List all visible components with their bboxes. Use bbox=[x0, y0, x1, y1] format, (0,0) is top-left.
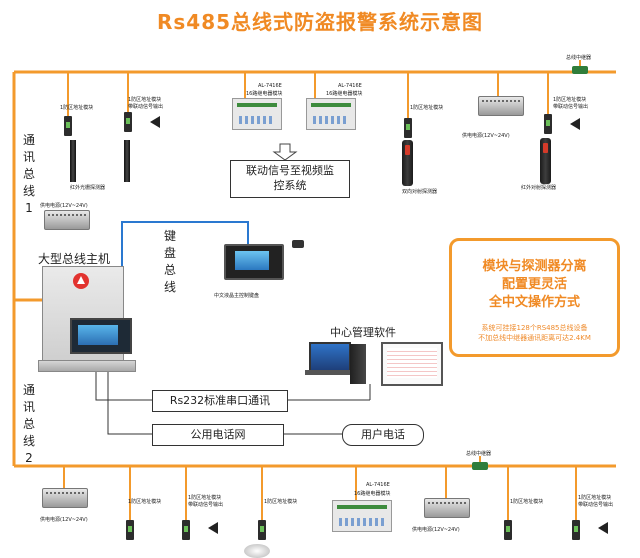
host-screen-icon bbox=[70, 318, 132, 354]
zone-module-icon bbox=[504, 520, 512, 540]
user-phone-box: 用户电话 bbox=[342, 424, 424, 446]
zone-module-icon bbox=[572, 520, 580, 540]
diagram-title: Rs485总线式防盗报警系统示意图 bbox=[156, 10, 484, 34]
power-supply-label: 供电电源(12V~24V) bbox=[40, 517, 88, 523]
callout-line-1: 模块与探测器分离 bbox=[482, 259, 587, 274]
zone-module-icon bbox=[258, 520, 266, 540]
siren-icon bbox=[598, 522, 608, 534]
laptop-icon bbox=[309, 342, 351, 372]
zone-module-label: 1防区地址模块 bbox=[128, 499, 162, 505]
zone-module-label: 1防区地址模块 bbox=[553, 97, 587, 103]
zone-module-label: 1防区地址模块 bbox=[410, 105, 444, 111]
ir-beam-pole-icon bbox=[70, 140, 76, 182]
comm-bus-2-label: 通讯总线2 bbox=[22, 383, 35, 465]
zone-module-label: 1防区地址模块 bbox=[188, 495, 222, 501]
relay-board-icon bbox=[332, 500, 392, 532]
keyboard-caption: 中文液晶主控制键盘 bbox=[214, 293, 260, 299]
zone-module-sublabel: 带联动信号输出 bbox=[128, 104, 164, 110]
zone-module-icon bbox=[404, 118, 412, 138]
linkage-text: 联动信号至视频监控系统 bbox=[246, 164, 334, 192]
relay-board-label: AL-7416E bbox=[258, 83, 282, 89]
zone-module-label: 1防区地址模块 bbox=[578, 495, 612, 501]
callout-sub-1: 系统可挂接128个RS485总线设备 bbox=[481, 324, 588, 332]
ir-detector-label: 双向对射探测器 bbox=[402, 189, 438, 195]
bus-repeater-bottom-icon bbox=[472, 462, 488, 470]
user-phone-text: 用户电话 bbox=[361, 428, 405, 441]
ir-beam-label: 红外光栅探测器 bbox=[70, 185, 106, 191]
relay-board-sublabel: 16路继电器模块 bbox=[354, 491, 391, 497]
phone-network-text: 公用电话网 bbox=[190, 428, 246, 441]
lcd-keyboard-icon bbox=[224, 244, 284, 280]
power-supply-icon bbox=[44, 210, 90, 230]
zone-module-icon bbox=[64, 116, 72, 136]
siren-icon bbox=[208, 522, 218, 534]
zone-module-icon bbox=[124, 112, 132, 132]
keyboard-bus-line bbox=[121, 221, 249, 276]
zone-module-icon bbox=[544, 114, 552, 134]
pc-tower-icon bbox=[350, 344, 366, 384]
callout-sub-2: 不加总线中继器通讯距离可达2.4KM bbox=[478, 334, 591, 342]
callout-line-2: 配置更灵活 bbox=[501, 277, 567, 292]
ir-detector-icon bbox=[402, 140, 413, 186]
zone-module-label: 1防区地址模块 bbox=[264, 499, 298, 505]
rs232-box: Rs232标准串口通讯 bbox=[152, 390, 288, 412]
relay-board-sublabel: 16路继电器模块 bbox=[326, 91, 363, 97]
power-supply-icon bbox=[42, 488, 88, 508]
power-supply-icon bbox=[424, 498, 470, 518]
zone-module-label: 1防区地址模块 bbox=[510, 499, 544, 505]
host-base-icon bbox=[38, 360, 136, 372]
host-label: 大型总线主机 bbox=[38, 252, 111, 266]
rs232-text: Rs232标准串口通讯 bbox=[169, 394, 271, 407]
relay-board-label: AL-7416E bbox=[338, 83, 362, 89]
bus-repeater-bottom-label: 总线中继器 bbox=[466, 451, 492, 457]
power-supply-icon bbox=[478, 96, 524, 116]
host-logo-icon bbox=[73, 273, 89, 289]
zone-module-label: 1防区地址模块 bbox=[60, 105, 94, 111]
relay-board-label: AL-7416E bbox=[366, 482, 390, 488]
siren-icon bbox=[570, 118, 580, 130]
dome-detector-icon bbox=[244, 544, 270, 558]
feature-callout: 模块与探测器分离 配置更灵活 全中文操作方式 系统可挂接128个RS485总线设… bbox=[449, 238, 620, 357]
relay-board-icon bbox=[306, 98, 356, 130]
zone-module-label: 1防区地址模块 bbox=[128, 97, 162, 103]
zone-module-icon bbox=[182, 520, 190, 540]
power-supply-label: 供电电源(12V~24V) bbox=[412, 527, 460, 533]
bus-repeater-top-label: 总线中继器 bbox=[566, 55, 592, 61]
power-supply-label: 供电电源(12V~24V) bbox=[462, 133, 510, 139]
callout-line-3: 全中文操作方式 bbox=[488, 295, 580, 310]
power-supply-label: 供电电源(12V~24V) bbox=[40, 203, 88, 209]
laptop-base-icon bbox=[305, 370, 351, 375]
phone-line bbox=[107, 370, 152, 435]
siren-icon bbox=[150, 116, 160, 128]
zone-module-sublabel: 带联动信号输出 bbox=[188, 502, 224, 508]
comm-bus-1-label: 通讯总线1 bbox=[22, 133, 35, 215]
keyboard-bus-label: 键盘总线 bbox=[163, 229, 176, 294]
ir-detector-icon bbox=[540, 138, 551, 184]
ir-beam-label: 红外对射探测器 bbox=[521, 185, 557, 191]
phone-network-box: 公用电话网 bbox=[152, 424, 284, 446]
ir-beam-pole-icon bbox=[124, 140, 130, 182]
software-label: 中心管理软件 bbox=[330, 326, 396, 339]
relay-board-icon bbox=[232, 98, 282, 130]
monitor-icon bbox=[381, 342, 443, 386]
linkage-arrow bbox=[272, 143, 298, 161]
zone-module-sublabel: 带联动信号输出 bbox=[553, 104, 589, 110]
zone-module-icon bbox=[126, 520, 134, 540]
bus-repeater-top-icon bbox=[572, 66, 588, 74]
camera-icon bbox=[292, 240, 304, 248]
linkage-box: 联动信号至视频监控系统 bbox=[230, 160, 350, 198]
rs232-line bbox=[95, 370, 152, 401]
zone-module-sublabel: 带联动信号输出 bbox=[578, 502, 614, 508]
relay-board-sublabel: 16路继电器模块 bbox=[246, 91, 283, 97]
